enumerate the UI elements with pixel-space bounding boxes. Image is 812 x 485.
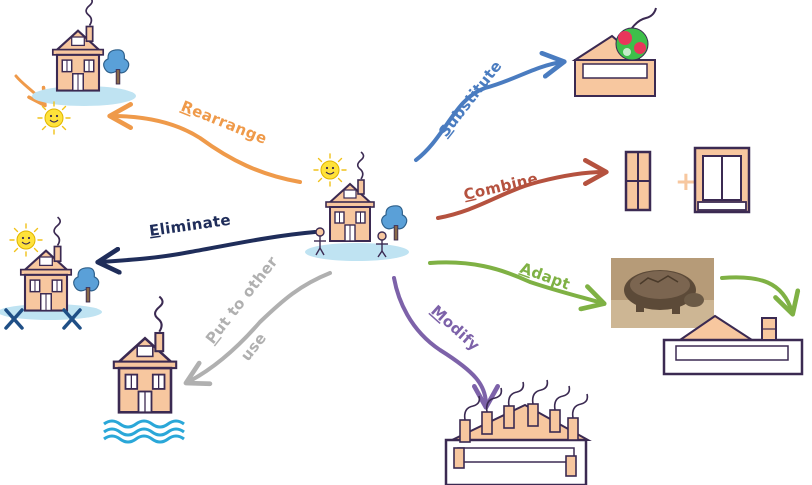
- tortoise-photo-icon: [611, 258, 714, 328]
- stick-figure-left-icon: [314, 227, 326, 256]
- plus-sign: +: [675, 167, 697, 197]
- label-put-to-other-use-line1: Put to other: [202, 253, 282, 348]
- label-put-to-other-use-line2: use: [237, 329, 270, 364]
- arrow-rearrange: [107, 102, 302, 184]
- center-house-icon: [305, 151, 409, 261]
- snowcone-house-icon: [571, 7, 657, 97]
- rearranged-house-icon: [32, 0, 136, 135]
- label-rearrange: Rearrange: [179, 97, 270, 148]
- label-substitute: Substitute: [435, 57, 506, 140]
- arrow-adapt: [428, 260, 607, 312]
- stick-figure-right-icon: [376, 231, 388, 258]
- house-on-water-icon: [103, 295, 185, 444]
- shell-house-icon: [662, 314, 804, 376]
- label-combine: Combine: [462, 169, 540, 204]
- label-eliminate: Eliminate: [148, 211, 232, 240]
- water-waves-icon: [103, 419, 185, 444]
- x-mark-left-icon: [4, 308, 24, 330]
- many-chimneys-house-icon: [444, 379, 592, 485]
- arrow-put-to-other-use: [183, 271, 332, 387]
- arrow-modify: [392, 276, 500, 410]
- arrow-combine: [436, 158, 609, 220]
- x-mark-right-icon: [62, 308, 82, 330]
- arrow-eliminate: [95, 230, 317, 275]
- combine-windows-icon: +: [624, 146, 751, 214]
- eliminated-house-icon: [0, 216, 102, 330]
- arrow-substitute: [414, 50, 567, 162]
- arrow-adapt-secondary: [720, 275, 801, 317]
